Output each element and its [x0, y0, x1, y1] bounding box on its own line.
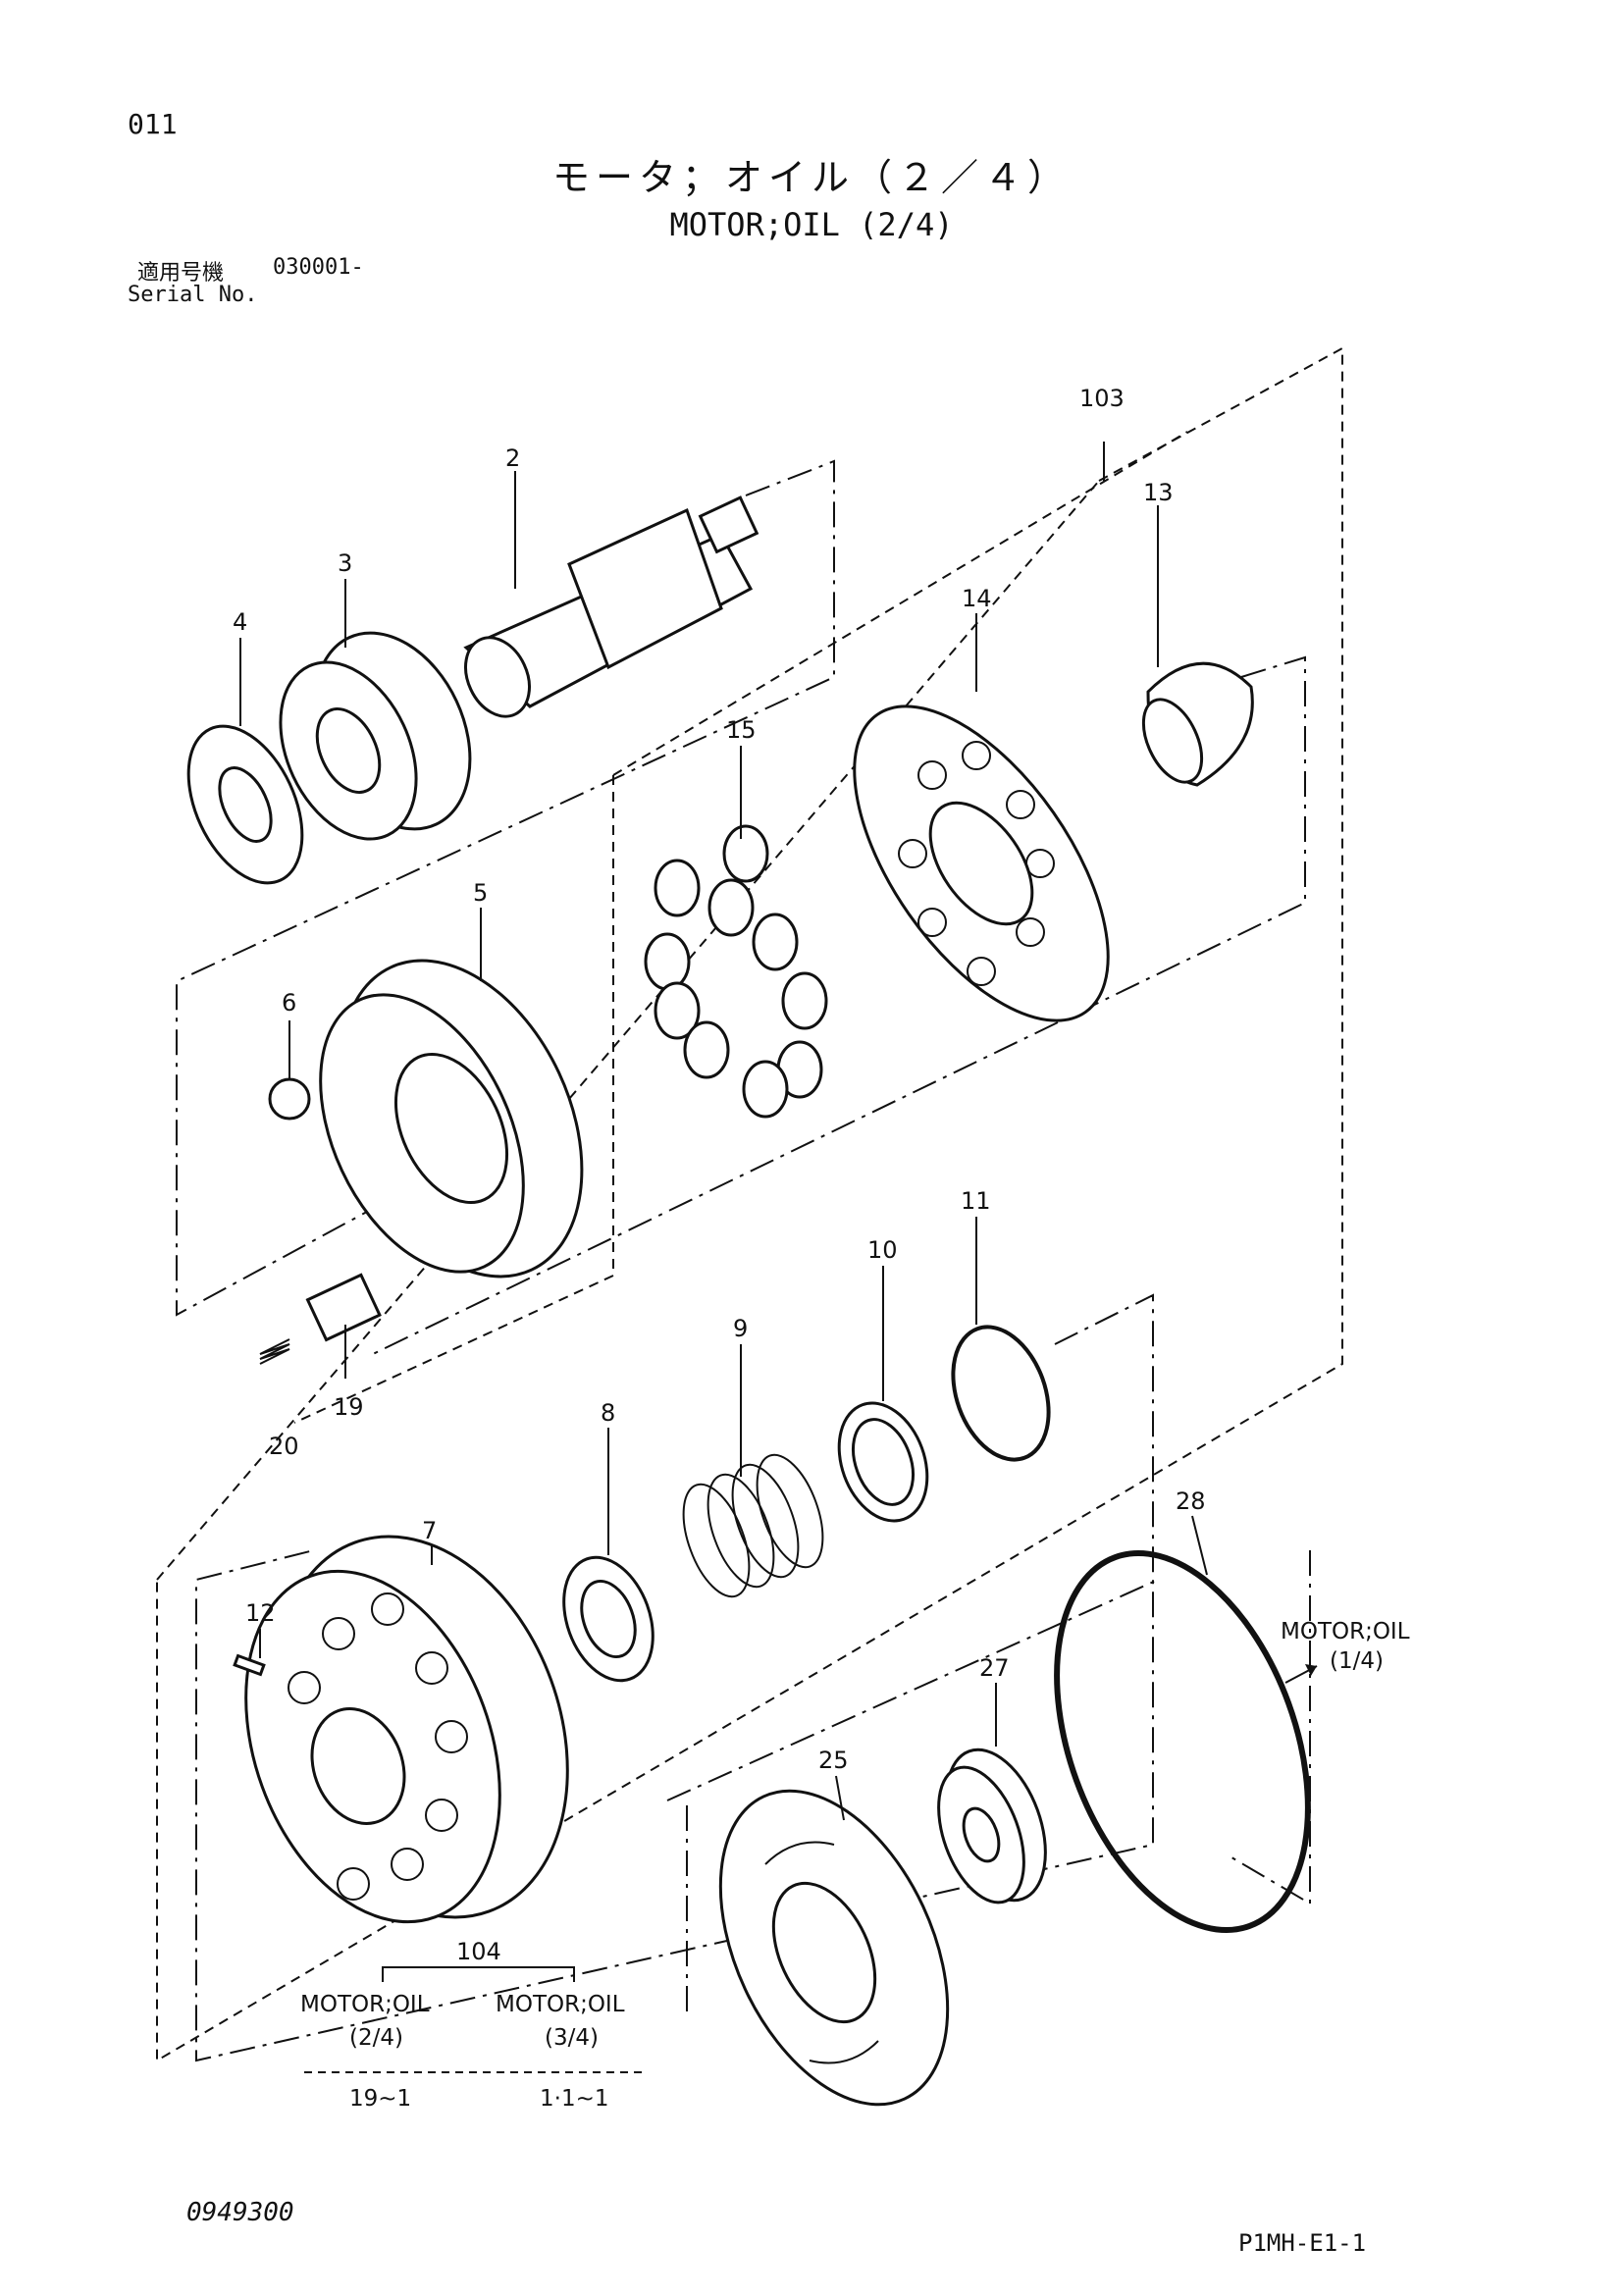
page-number: 011 — [128, 108, 178, 140]
next-page-ref-page: (1/4) — [1330, 1648, 1384, 1674]
callout-25: 25 — [818, 1747, 849, 1774]
assembly-104-right-range: 1·1~1 — [540, 2086, 608, 2112]
part-piston-set — [644, 824, 828, 1119]
page-title-english: MOTOR;OIL (2/4) — [669, 206, 954, 243]
part-spring — [682, 1453, 824, 1598]
part-retainer — [562, 1555, 654, 1683]
callout-labels: 2 3 4 5 6 7 8 9 10 11 12 13 14 15 19 20 … — [233, 385, 1206, 1965]
catalog-code: P1MH-E1-1 — [1238, 2229, 1367, 2257]
callout-11: 11 — [961, 1187, 991, 1215]
callout-27: 27 — [979, 1654, 1010, 1682]
part-oil-seal — [186, 724, 304, 885]
callout-7: 7 — [422, 1517, 437, 1544]
document-code: 0949300 — [186, 2198, 294, 2227]
subassembly-outline — [293, 431, 1188, 1424]
callout-3: 3 — [338, 549, 352, 577]
part-needle-bearing — [937, 1748, 1047, 1905]
callout-12: 12 — [245, 1599, 276, 1627]
part-o-ring — [1054, 1549, 1311, 1934]
callout-104: 104 — [456, 1938, 501, 1965]
assembly-104-left-name: MOTOR;OIL — [300, 1992, 430, 2017]
callout-4: 4 — [233, 608, 247, 636]
part-port-plate — [718, 1789, 950, 2107]
callout-15: 15 — [726, 716, 757, 744]
callout-9: 9 — [733, 1315, 748, 1342]
callout-19: 19 — [334, 1393, 364, 1421]
serial-label-english: Serial No. — [128, 283, 258, 307]
part-sleeve — [305, 1273, 382, 1342]
assembly-104-right-name: MOTOR;OIL — [496, 1992, 625, 2017]
part-spherical-bushing — [1141, 661, 1254, 787]
page-title-japanese: モータ；オイル（２／４） — [551, 156, 1071, 199]
part-bearing — [279, 631, 472, 841]
next-page-ref-title: MOTOR;OIL — [1281, 1619, 1410, 1644]
callout-10: 10 — [867, 1236, 898, 1264]
part-valve-plate — [319, 959, 584, 1278]
part-pin — [233, 1653, 266, 1677]
callout-13: 13 — [1143, 479, 1174, 506]
serial-label-japanese: 適用号機 — [137, 261, 225, 286]
part-retainer-plate — [853, 704, 1110, 1022]
serial-number-value: 030001- — [273, 255, 364, 280]
assembly-104-right-page: (3/4) — [545, 2025, 599, 2051]
callout-28: 28 — [1176, 1487, 1206, 1515]
part-ball — [268, 1077, 311, 1121]
part-shaft — [463, 496, 759, 718]
assembly-104-left-range: 19~1 — [349, 2086, 411, 2112]
part-small-spring — [259, 1338, 290, 1365]
leader-lines — [239, 442, 1318, 2073]
assembly-103-outline — [156, 346, 1343, 2062]
bracket-lines — [176, 459, 1311, 2062]
callout-20: 20 — [269, 1433, 299, 1460]
callout-2: 2 — [505, 444, 520, 472]
part-cylinder-block — [244, 1535, 569, 1924]
callout-6: 6 — [282, 989, 296, 1017]
assembly-104-left-page: (2/4) — [349, 2025, 403, 2051]
part-washer — [837, 1401, 929, 1523]
callout-103: 103 — [1079, 385, 1125, 412]
callout-14: 14 — [962, 585, 992, 612]
part-snap-ring — [951, 1325, 1051, 1462]
cross-references: MOTOR;OIL (1/4) MOTOR;OIL (2/4) 19~1 MOT… — [300, 1619, 1410, 2112]
callout-5: 5 — [473, 879, 488, 907]
callout-8: 8 — [601, 1399, 615, 1427]
